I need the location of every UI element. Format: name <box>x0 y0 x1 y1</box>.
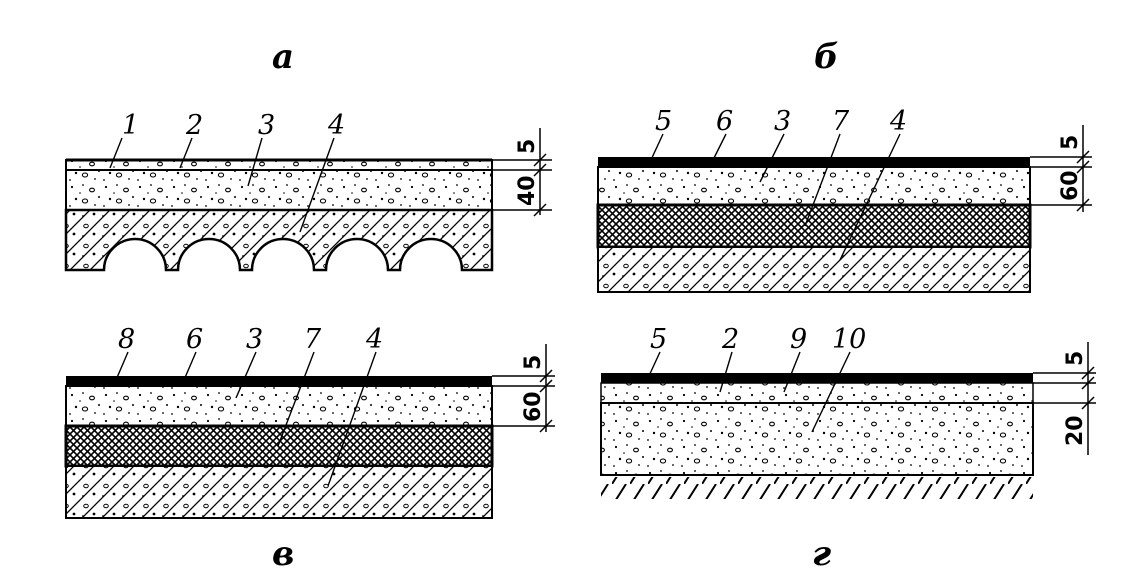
panel-v-label-3: 3 <box>246 324 263 355</box>
panel-a-hollow-slab <box>64 208 494 272</box>
panel-v-dim-5: 5 <box>521 355 546 370</box>
panel-g-ground <box>601 477 1033 499</box>
panel-g-dimensions <box>1033 342 1096 455</box>
panel-b-label-5: 5 <box>655 106 672 137</box>
panel-g-label-5: 5 <box>650 324 667 355</box>
panel-b-insulation <box>596 203 1032 249</box>
panel-b-slab <box>597 246 1031 293</box>
panel-v-label-4: 4 <box>365 324 383 355</box>
panel-v-label-7: 7 <box>304 324 322 355</box>
panel-g-label-10: 10 <box>832 324 866 355</box>
panel-a-dim-40: 40 <box>515 175 540 206</box>
panel-b-label-7: 7 <box>832 106 850 137</box>
panel-a-label-4: 4 <box>327 110 345 141</box>
panel-a-screed <box>65 169 493 211</box>
panel-v-slab <box>65 465 493 519</box>
panel-a-label-2: 2 <box>185 110 203 141</box>
panel-g: 5 2 9 10 5 20 г <box>600 324 1096 574</box>
panel-b-dim-5: 5 <box>1058 135 1083 150</box>
panel-g-dim-5: 5 <box>1063 351 1088 366</box>
panel-g-top-coat <box>601 373 1033 383</box>
panel-g-title: г <box>812 534 831 574</box>
panel-a-dimensions <box>492 128 552 217</box>
panel-a-dim-5: 5 <box>515 139 540 154</box>
panel-v-dim-60: 60 <box>521 391 546 422</box>
panel-v-top-coat <box>66 376 492 386</box>
panel-a-title: а <box>272 37 294 77</box>
panel-b-top-coat <box>598 157 1030 167</box>
panel-b-label-4: 4 <box>889 106 907 137</box>
panel-b-dim-60: 60 <box>1058 170 1083 201</box>
panel-b-label-3: 3 <box>774 106 791 137</box>
panel-g-dim-20: 20 <box>1063 415 1088 446</box>
panel-g-underlayer <box>600 382 1034 404</box>
panel-v-screed <box>65 385 493 427</box>
panel-a-label-1: 1 <box>122 110 139 141</box>
panel-v-insulation <box>64 424 494 468</box>
panel-g-label-9: 9 <box>790 324 807 355</box>
panel-a: а 1 2 3 4 5 40 <box>64 37 552 272</box>
panel-v-title: в <box>272 534 294 574</box>
panel-v-label-8: 8 <box>118 324 135 355</box>
panel-b-title: б <box>814 37 839 77</box>
panel-g-concrete-base <box>600 402 1034 476</box>
panel-b-dimensions <box>1030 125 1092 212</box>
panel-v-label-6: 6 <box>186 324 203 355</box>
panel-b: б 5 6 3 7 4 5 60 <box>596 37 1092 293</box>
panel-b-label-6: 6 <box>716 106 733 137</box>
panel-b-screed <box>597 166 1031 206</box>
panel-v-dimensions <box>492 344 555 433</box>
panel-v: 8 6 3 7 4 5 60 в <box>64 324 555 574</box>
panel-g-label-2: 2 <box>721 324 739 355</box>
panel-a-label-3: 3 <box>258 110 275 141</box>
